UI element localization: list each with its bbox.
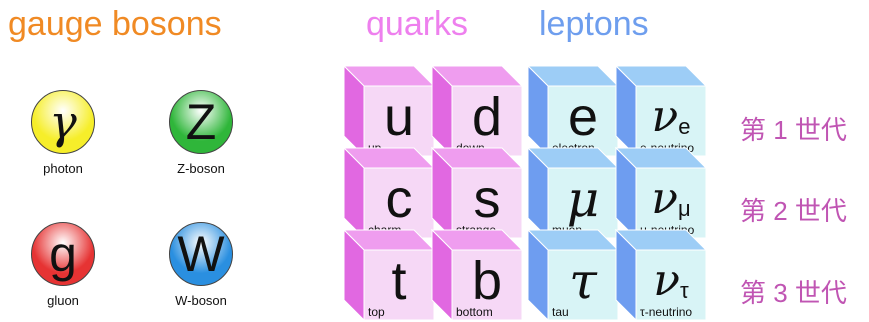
particle-symbol: t (391, 251, 407, 311)
generation-1-label: 第 1 世代 (740, 115, 847, 145)
boson-w: W W-boson (163, 222, 239, 308)
particle-label: top (368, 305, 385, 319)
nu-subscript: τ (680, 278, 689, 303)
z-boson-ball: Z (169, 90, 233, 154)
cube-up: u up (342, 64, 436, 158)
cube-shape (342, 64, 436, 158)
boson-gluon: g gluon (25, 222, 101, 308)
particle-symbol: τ (569, 252, 597, 310)
cube-shape (526, 228, 620, 322)
cube-electron: e electron (526, 64, 620, 158)
nu-glyph: ν (651, 91, 679, 142)
cube-shape (342, 228, 436, 322)
w-boson-ball: W (169, 222, 233, 286)
particle-symbol: d (471, 87, 503, 147)
cube-shape (614, 228, 708, 322)
particle-symbol: ντ (636, 252, 706, 320)
cube-shape (342, 146, 436, 240)
gauge-bosons-heading: gauge bosons (8, 5, 222, 43)
boson-photon: γ photon (25, 90, 101, 176)
nu-glyph: ν (653, 255, 681, 306)
cube-shape (430, 146, 524, 240)
cube-muon: μ muon (526, 146, 620, 240)
particle-symbol: νμ (636, 170, 706, 238)
generation-2-label: 第 2 世代 (740, 196, 847, 226)
cube-shape (526, 64, 620, 158)
cube-shape (614, 64, 708, 158)
particle-symbol: b (471, 251, 503, 311)
gluon-ball: g (31, 222, 95, 286)
nu-subscript: e (678, 114, 691, 139)
cube-shape (614, 146, 708, 240)
boson-z: Z Z-boson (163, 90, 239, 176)
photon-ball: γ (31, 90, 95, 154)
cube-strange: s strange (430, 146, 524, 240)
nu-subscript: μ (678, 196, 691, 221)
cube-bottom: b bottom (430, 228, 524, 322)
generation-3-label: 第 3 世代 (740, 278, 847, 308)
gluon-label: gluon (47, 293, 79, 308)
w-boson-label: W-boson (175, 293, 227, 308)
particle-symbol: μ (566, 170, 600, 228)
cube-shape (430, 228, 524, 322)
z-boson-label: Z-boson (177, 161, 225, 176)
photon-label: photon (43, 161, 83, 176)
cube-e-neutrino: νe e-neutrino (614, 64, 708, 158)
particle-label: τ-neutrino (640, 305, 693, 319)
cube-charm: c charm (342, 146, 436, 240)
leptons-heading: leptons (539, 5, 649, 43)
particle-label: tau (552, 305, 569, 319)
cube-shape (526, 146, 620, 240)
cube-tau-neutrino: ντ τ-neutrino (614, 228, 708, 322)
particle-label: bottom (456, 305, 493, 319)
cube-down: d down (430, 64, 524, 158)
cube-mu-neutrino: νμ μ-neutrino (614, 146, 708, 240)
particle-symbol: u (383, 87, 415, 147)
particle-symbol: c (385, 169, 413, 229)
particle-symbol: s (473, 169, 501, 229)
cube-top: t top (342, 228, 436, 322)
particle-symbol: e (567, 87, 599, 147)
cube-tau: τ tau (526, 228, 620, 322)
nu-glyph: ν (651, 173, 679, 224)
cube-shape (430, 64, 524, 158)
quarks-heading: quarks (366, 5, 469, 43)
particle-symbol: νe (636, 88, 706, 156)
